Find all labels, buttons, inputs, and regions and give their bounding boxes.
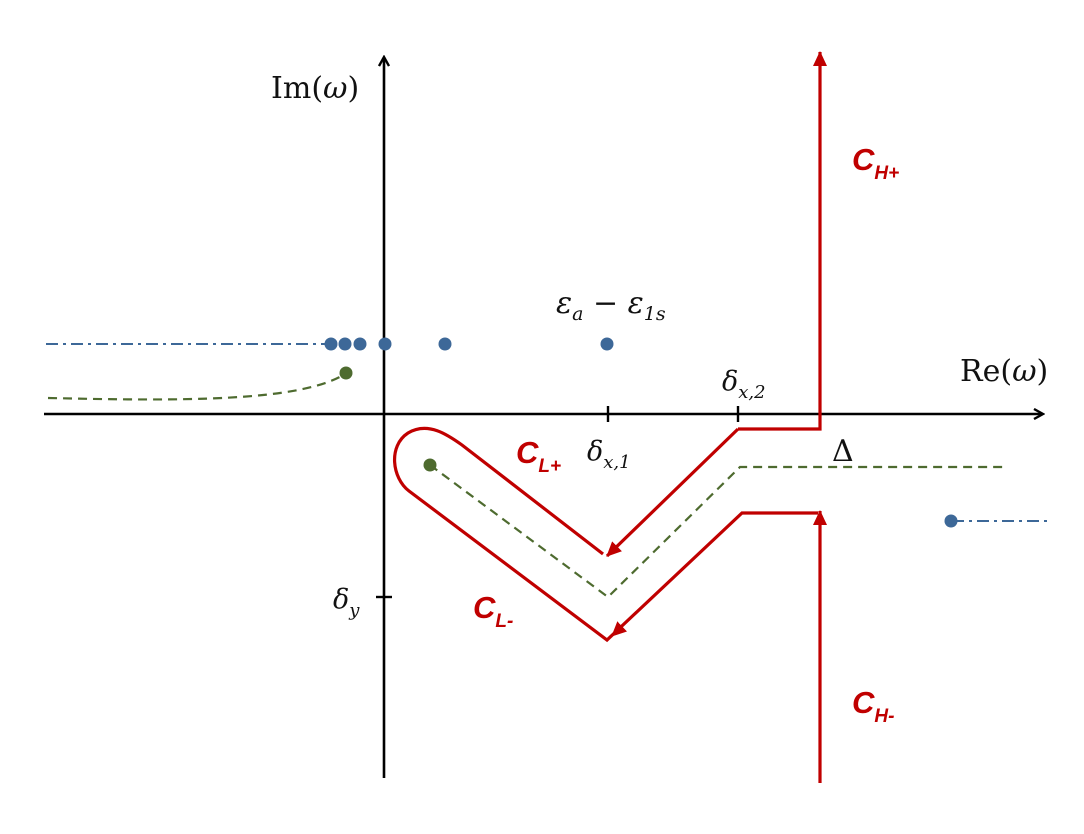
pole-dot bbox=[338, 337, 352, 351]
c-l-plus-label: CL+ bbox=[516, 435, 561, 477]
contour-c-l-minus bbox=[392, 426, 818, 643]
pole-dot bbox=[353, 337, 367, 351]
branch-point-left bbox=[339, 366, 353, 380]
delta-x2-label: δx,2 bbox=[722, 366, 766, 403]
branch-point-right bbox=[423, 458, 437, 472]
c-h-minus-label: CH- bbox=[852, 685, 894, 727]
c-l-minus-label: CL- bbox=[473, 590, 513, 632]
gap-delta-label: Δ bbox=[832, 434, 854, 469]
transition-energy-label: εa − ε1s bbox=[556, 286, 666, 325]
contour-c-h-plus bbox=[738, 51, 827, 431]
pole-dot bbox=[324, 337, 338, 351]
branch-cut-right bbox=[429, 464, 1003, 599]
delta-x1-label: δx,1 bbox=[587, 436, 631, 473]
branch-cut-left bbox=[47, 373, 346, 401]
contour-c-l-plus bbox=[605, 427, 740, 558]
real-axis-label: Re(ω) bbox=[960, 354, 1048, 389]
imaginary-axis-label: Im(ω) bbox=[271, 71, 359, 106]
c-h-plus-label: CH+ bbox=[852, 142, 899, 184]
pole-dot bbox=[600, 337, 614, 351]
pole-dot bbox=[378, 337, 392, 351]
pole-dot bbox=[944, 514, 958, 528]
delta-y-label: δy bbox=[333, 584, 360, 621]
pole-dot bbox=[438, 337, 452, 351]
